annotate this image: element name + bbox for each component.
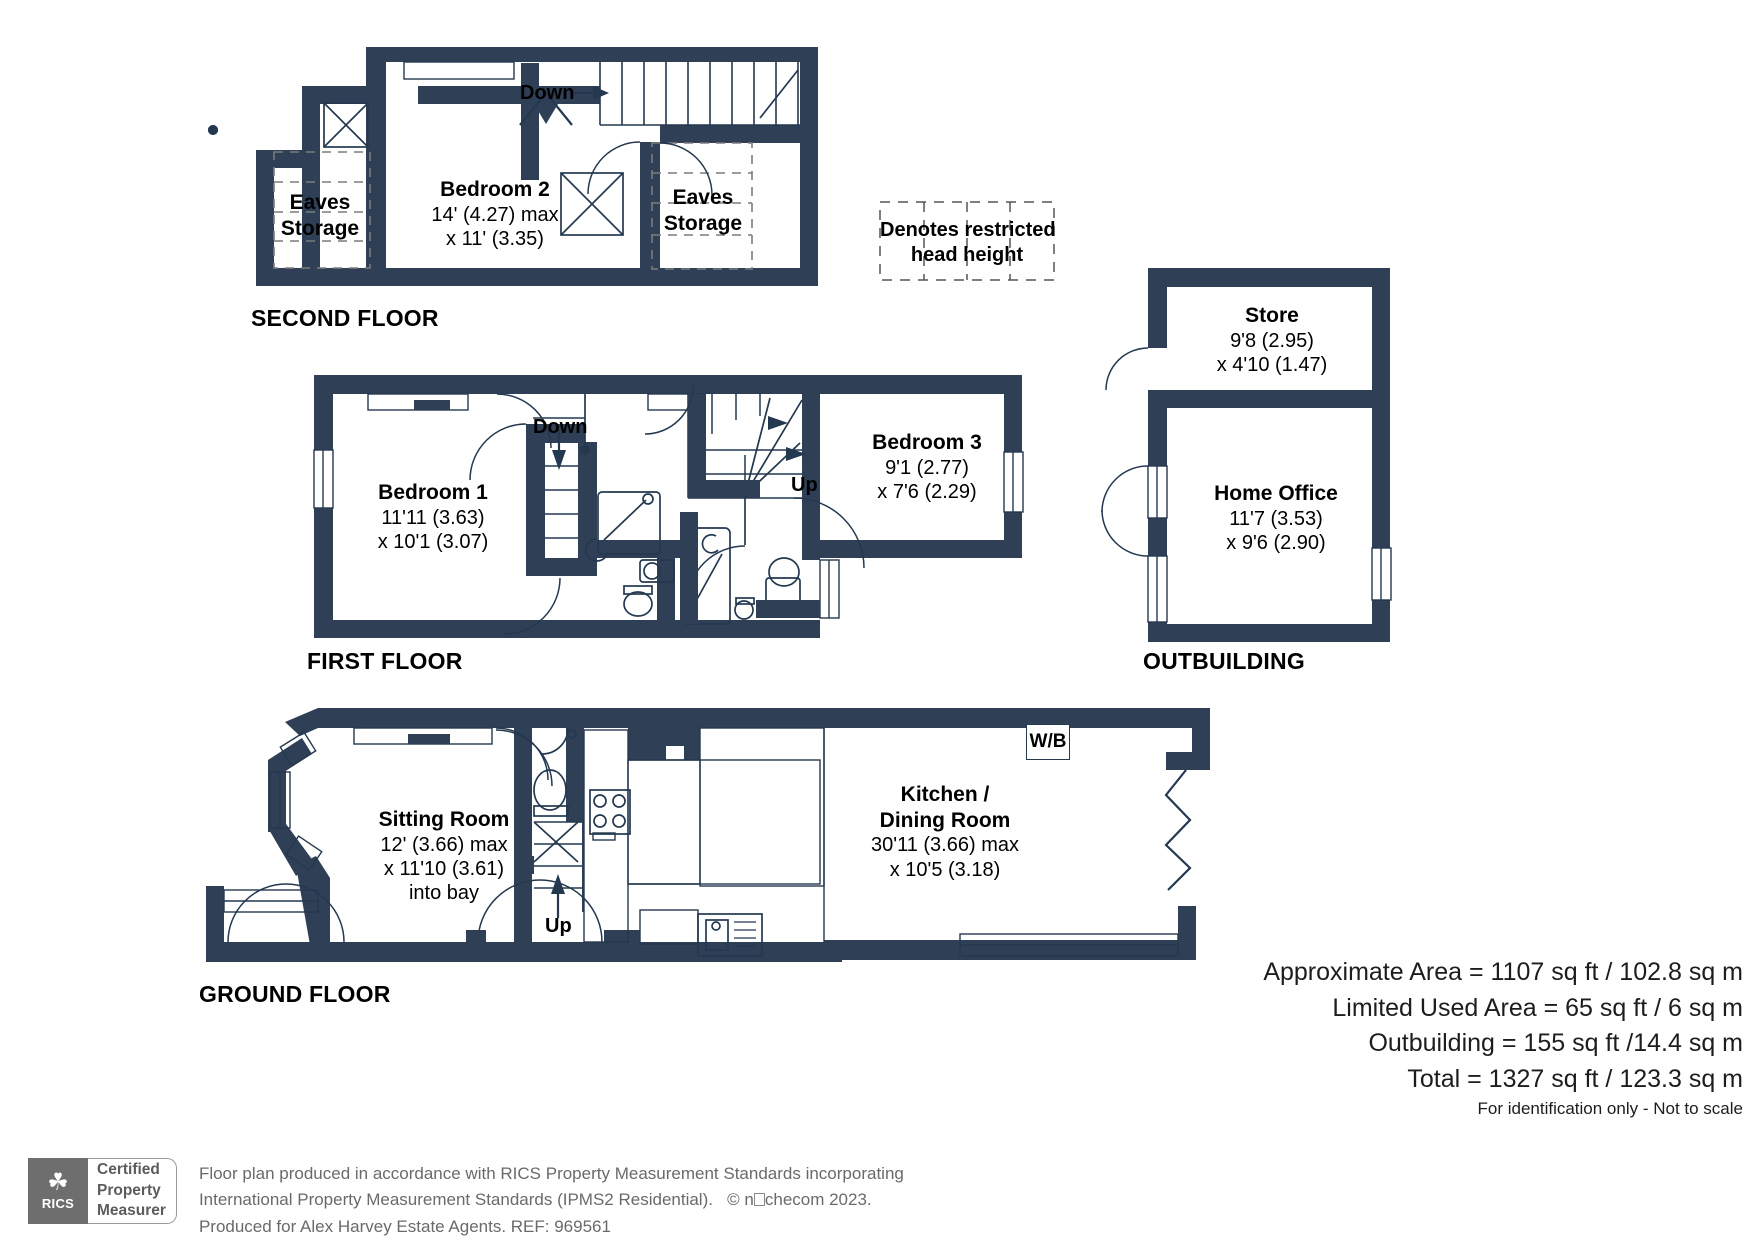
niche-box-icon xyxy=(753,1193,765,1207)
area-approximate: Approximate Area = 1107 sq ft / 102.8 sq… xyxy=(1263,958,1743,986)
bedroom2-dim1: 14' (4.27) max xyxy=(431,203,559,226)
stair-direction-down-second: Down xyxy=(520,82,575,104)
badge-line2: Property xyxy=(97,1181,161,1199)
sitting-name: Sitting Room xyxy=(378,808,510,831)
room-label-kitchen-dining: Kitchen / Dining Room 30'11 (3.66) max x… xyxy=(848,782,1042,882)
room-label-store: Store 9'8 (2.95) x 4'10 (1.47) xyxy=(1182,303,1362,377)
eaves-left-hatch xyxy=(273,151,371,269)
room-label-home-office: Home Office 11'7 (3.53) x 9'6 (2.90) xyxy=(1180,481,1372,555)
first-floor-stair-up xyxy=(208,125,806,545)
second-floor-staircase xyxy=(572,62,800,126)
rics-certified-badge: ☘ RICS Certified Property Measurer xyxy=(28,1158,177,1224)
footer-line2c: checom 2023. xyxy=(764,1190,872,1210)
ground-floor-plan xyxy=(206,708,1210,962)
eaves-right-line2: Storage xyxy=(663,211,743,235)
legend-restricted-head-height: Denotes restricted head height xyxy=(880,218,1056,268)
footer-disclaimer: Floor plan produced in accordance with R… xyxy=(199,1158,904,1240)
area-outbuilding: Outbuilding = 155 sq ft /14.4 sq m xyxy=(1368,1029,1743,1057)
stair-direction-up-ground: Up xyxy=(545,915,572,937)
rics-logo-icon: ☘ RICS xyxy=(28,1158,88,1224)
footer: ☘ RICS Certified Property Measurer Floor… xyxy=(28,1158,904,1240)
kitchen-units xyxy=(583,727,825,957)
second-floor-rooflight-centre xyxy=(560,172,624,236)
sitting-dim1: 12' (3.66) max xyxy=(380,833,508,856)
rics-logo-text: RICS xyxy=(41,1196,75,1211)
floor-title-second: SECOND FLOOR xyxy=(251,305,439,331)
office-name: Home Office xyxy=(1214,482,1338,505)
bedroom1-name: Bedroom 1 xyxy=(378,481,488,504)
first-floor-bathroom xyxy=(585,491,820,625)
room-label-bedroom-3: Bedroom 3 9'1 (2.77) x 7'6 (2.29) xyxy=(842,430,1012,504)
first-floor-stair-down xyxy=(526,394,597,576)
kitchen-line2: Dining Room xyxy=(879,808,1011,832)
floor-title-first: FIRST FLOOR xyxy=(307,648,463,674)
outbuilding-plan xyxy=(1101,268,1392,642)
bedroom1-dim2: x 10'1 (3.07) xyxy=(377,531,489,553)
restricted-head-height-legend xyxy=(879,201,1055,281)
legend-line1: Denotes restricted xyxy=(880,219,1056,241)
bedroom3-name: Bedroom 3 xyxy=(872,431,982,454)
store-dim1: 9'8 (2.95) xyxy=(1230,329,1314,352)
room-label-sitting-room: Sitting Room 12' (3.66) max x 11'10 (3.6… xyxy=(348,807,540,906)
store-dim2: x 4'10 (1.47) xyxy=(1216,354,1328,376)
bedroom1-dim1: 11'11 (3.63) xyxy=(381,506,485,529)
rics-badge-words: Certified Property Measurer xyxy=(88,1158,177,1224)
eaves-left-line1: Eaves xyxy=(289,191,351,214)
eaves-right-hatch xyxy=(651,142,753,270)
room-label-eaves-right: Eaves Storage xyxy=(641,185,765,236)
eaves-right-line1: Eaves xyxy=(672,186,734,209)
kitchen-line1: Kitchen / xyxy=(900,783,990,806)
area-disclaimer: For identification only - Not to scale xyxy=(1477,1099,1743,1118)
legend-line2: head height xyxy=(910,244,1024,266)
ground-floor-stair-up xyxy=(533,821,582,920)
footer-line2a: International Property Measurement Stand… xyxy=(198,1190,713,1210)
area-limited-used: Limited Used Area = 65 sq ft / 6 sq m xyxy=(1332,993,1743,1022)
area-total: Total = 1327 sq ft / 123.3 sq m xyxy=(1407,1064,1743,1093)
rics-emblem-icon: ☘ xyxy=(47,1169,69,1196)
footer-copyright: © n xyxy=(727,1190,754,1210)
kitchen-dim1: 30'11 (3.66) max xyxy=(871,834,1019,857)
floor-title-ground: GROUND FLOOR xyxy=(199,981,391,1007)
water-boiler-marker: W/B xyxy=(1026,724,1070,760)
kitchen-dim2: x 10'5 (3.18) xyxy=(889,858,1001,881)
room-label-bedroom-2: Bedroom 2 14' (4.27) max x 11' (3.35) xyxy=(420,177,570,251)
stair-direction-down-first: Down xyxy=(533,416,588,438)
sitting-dim2: x 11'10 (3.61) xyxy=(383,858,505,880)
floor-title-outbuilding: OUTBUILDING xyxy=(1143,648,1305,674)
second-floor-rooflight-left xyxy=(323,102,369,148)
store-name: Store xyxy=(1245,304,1299,327)
stair-direction-up-first: Up xyxy=(791,474,818,496)
bedroom3-dim2: x 7'6 (2.29) xyxy=(877,481,977,503)
footer-line2: International Property Measurement Stand… xyxy=(199,1187,904,1213)
badge-line3: Measurer xyxy=(97,1202,166,1220)
badge-line1: Certified xyxy=(97,1161,160,1179)
second-floor-plan xyxy=(256,47,818,286)
office-dim2: x 9'6 (2.90) xyxy=(1226,532,1326,554)
footer-line3: Produced for Alex Harvey Estate Agents. … xyxy=(198,1216,611,1236)
first-floor-plan xyxy=(208,125,1024,638)
eaves-left-line2: Storage xyxy=(280,216,360,240)
footer-line1: Floor plan produced in accordance with R… xyxy=(198,1164,904,1183)
bedroom3-dim1: 9'1 (2.77) xyxy=(885,456,969,479)
bedroom2-dim2: x 11' (3.35) xyxy=(446,228,544,250)
sitting-dim3: into bay xyxy=(408,882,480,905)
room-label-eaves-left: Eaves Storage xyxy=(258,190,382,241)
first-floor-windows xyxy=(313,393,1024,619)
area-summary: Approximate Area = 1107 sq ft / 102.8 sq… xyxy=(1263,955,1743,1121)
office-dim1: 11'7 (3.53) xyxy=(1229,507,1323,530)
bedroom2-name: Bedroom 2 xyxy=(440,178,550,201)
room-label-bedroom-1: Bedroom 1 11'11 (3.63) x 10'1 (3.07) xyxy=(355,480,511,554)
